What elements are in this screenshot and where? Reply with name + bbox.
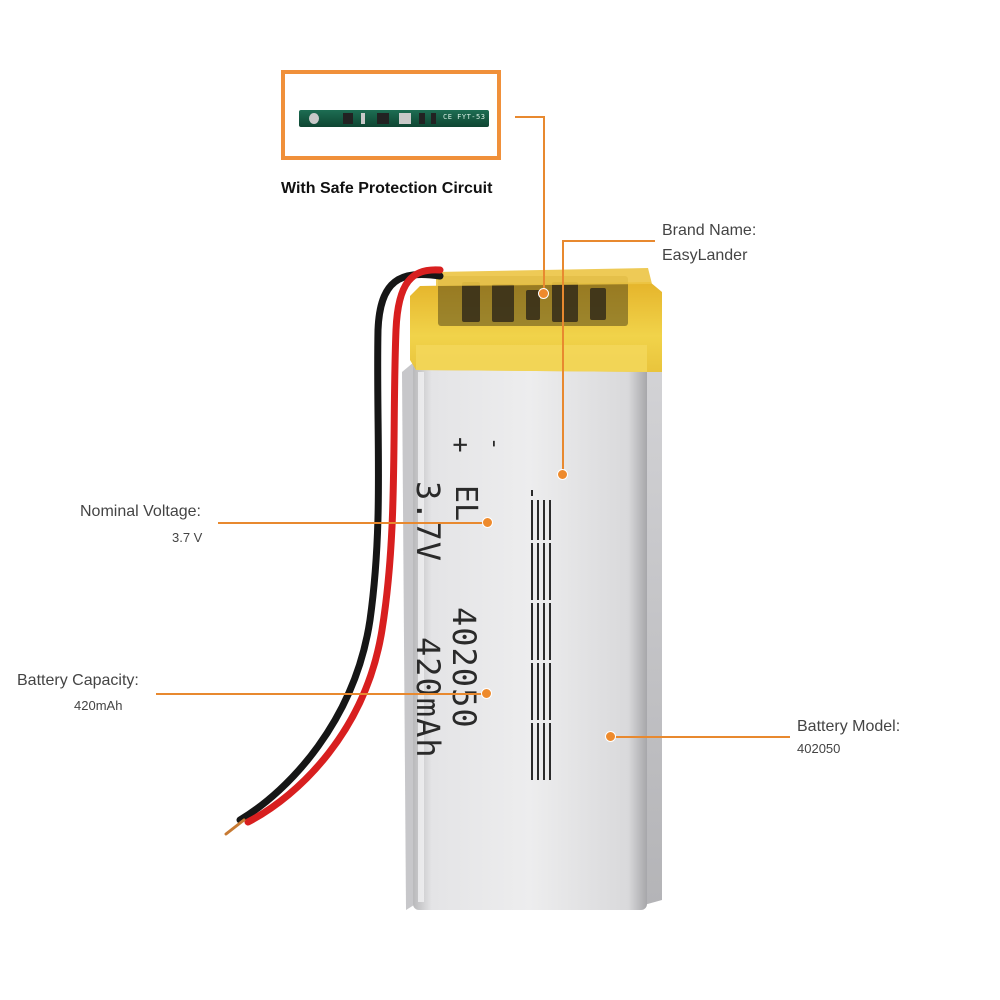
capacity-leader [156, 693, 486, 695]
wire-black [236, 270, 444, 824]
voltage-label: Nominal Voltage: [80, 503, 201, 520]
inset-leader-v [543, 116, 545, 294]
voltage-value: 3.7 V [172, 530, 203, 545]
pcb-chip [343, 113, 353, 124]
capacity-value: 420mAh [74, 698, 123, 713]
brand-label: Brand Name: [662, 222, 757, 239]
callout-dot-icon [557, 469, 568, 480]
model-label: Battery Model: [797, 718, 901, 735]
minus-sign: - [482, 437, 507, 451]
callout-dot-icon [605, 731, 616, 742]
battery-body-highlight [418, 372, 424, 902]
pcb-mosfet [399, 113, 411, 124]
capacity-label: Battery Capacity: [17, 672, 139, 689]
model-code: 402050 [445, 607, 483, 729]
callout-dot-icon [482, 517, 493, 528]
wire-tip [224, 818, 246, 836]
battery-body [413, 362, 647, 910]
model-value: 402050 [797, 741, 841, 756]
brand-leader-h [563, 240, 655, 242]
model-leader [612, 736, 790, 738]
kapton-tape-fold [416, 345, 647, 372]
wire-red [244, 266, 444, 826]
callout-dot-icon [538, 288, 549, 299]
brand-leader-v [562, 240, 564, 474]
brand-mark: EL [448, 485, 483, 522]
protection-circuit-inset: CE FYT-53 [281, 70, 501, 160]
brand-value: EasyLander [662, 247, 748, 264]
inset-leader-h [515, 116, 545, 118]
pcb-chip [377, 113, 389, 124]
capacity-code: 420mAh [409, 637, 447, 759]
battery-barcode [531, 490, 551, 780]
battery-edge-shadow [644, 360, 662, 905]
callout-dot-icon [481, 688, 492, 699]
inset-caption: With Safe Protection Circuit [281, 180, 493, 197]
plus-sign: + [445, 437, 475, 453]
pcb-resistor [361, 113, 365, 124]
pcb-silkscreen: CE FYT-53 [443, 113, 486, 121]
tape-components [462, 282, 606, 322]
protection-circuit-board: CE FYT-53 [299, 110, 489, 127]
pcb-capacitor [419, 113, 425, 124]
pcb-capacitor [431, 113, 436, 124]
voltage-leader [218, 522, 486, 524]
pcb-pad [309, 113, 319, 124]
battery-left-flange [402, 362, 414, 910]
